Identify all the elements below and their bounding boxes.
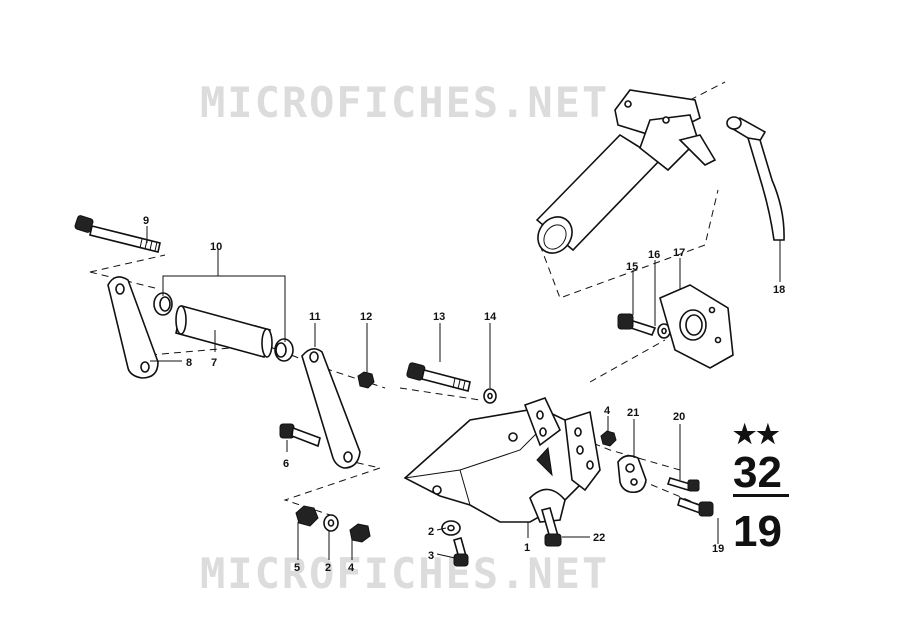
- callout-15: 15: [626, 261, 638, 273]
- reference-block: ★★ 32 19: [733, 419, 789, 556]
- callout-21: 21: [627, 407, 639, 419]
- callout-22: 22: [593, 532, 605, 544]
- fraction-bar: [733, 494, 789, 497]
- lever-part-18: [726, 116, 785, 241]
- callout-9: 9: [143, 215, 149, 227]
- callout-10: 10: [210, 241, 222, 253]
- callout-2-upper: 2: [428, 526, 434, 538]
- callout-16: 16: [648, 249, 660, 261]
- callout-7: 7: [211, 357, 217, 369]
- fasteners-under-bracket: [441, 507, 562, 567]
- fasteners-bottom-row: [295, 505, 371, 543]
- column-tube: [535, 89, 717, 254]
- callout-3: 3: [428, 550, 434, 562]
- callout-18: 18: [773, 284, 785, 296]
- callout-20: 20: [673, 411, 685, 423]
- callout-2-lower: 2: [325, 562, 331, 574]
- group-number: 32: [733, 448, 782, 497]
- bolt-part-6: [279, 423, 321, 448]
- bolt-part-9: [74, 215, 161, 253]
- leader-lines: [146, 226, 781, 560]
- callout-17: 17: [673, 247, 685, 259]
- main-bracket-part-1: [403, 397, 601, 523]
- nut-part-12: [357, 371, 375, 389]
- bolt-part-19: [677, 496, 714, 517]
- callout-12: 12: [360, 311, 372, 323]
- clip-part-21: [617, 454, 647, 494]
- watermark-bottom: MICROFICHES.NET: [200, 549, 609, 598]
- callout-8: 8: [186, 357, 192, 369]
- callout-5: 5: [294, 562, 300, 574]
- callout-14: 14: [484, 311, 497, 323]
- callout-19: 19: [712, 543, 724, 555]
- callout-4-lower: 4: [348, 562, 355, 574]
- link-plate-part-11: [301, 348, 361, 469]
- bolt-part-13: [406, 362, 497, 404]
- callout-1: 1: [524, 542, 530, 554]
- callout-11: 11: [309, 311, 321, 323]
- sleeve-assembly-part-7-10: [153, 292, 294, 362]
- callout-13: 13: [433, 311, 445, 323]
- bolt-part-20: [666, 477, 700, 492]
- plate-part-8: [107, 276, 159, 379]
- clamp-assembly-15-16-17: [617, 284, 734, 369]
- watermark-top: MICROFICHES.NET: [200, 78, 609, 127]
- callouts: 9 10 8 7 11 12 6 13 14 5 2 4 2 3 1 22 4 …: [143, 215, 785, 574]
- callout-6: 6: [283, 458, 289, 470]
- reference-stars: ★★: [733, 419, 780, 449]
- sheet-number: 19: [733, 507, 782, 556]
- nut-part-4-upper: [600, 430, 617, 447]
- callout-4-upper: 4: [604, 405, 611, 417]
